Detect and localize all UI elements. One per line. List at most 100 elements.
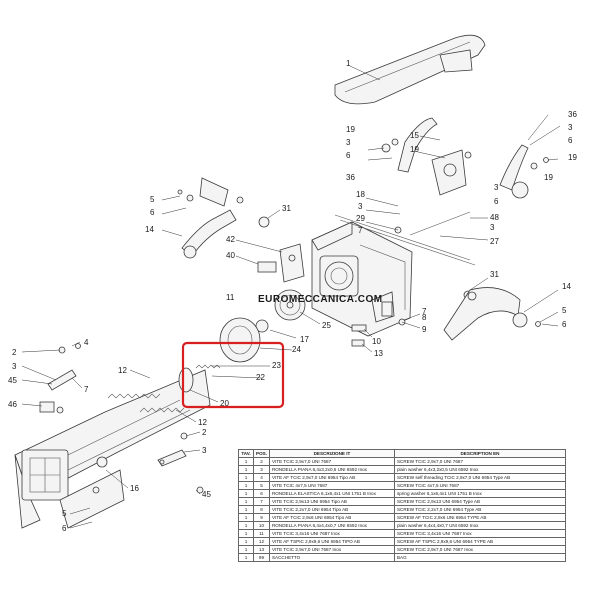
callout-29: 29 (356, 214, 365, 223)
callout-19-hinge: 19 (346, 125, 355, 134)
cell-pos: 11 (253, 529, 270, 538)
cell-desc-en: BAG (393, 553, 567, 562)
cell-pos: 6 (253, 489, 270, 498)
cell-desc-en: SCREW TCIC 2,9x7,0 UNI 7687 (393, 457, 567, 466)
watermark: EUROMECCANICA.COM (258, 294, 383, 305)
callout-8: 8 (422, 313, 427, 322)
callout-20: 20 (220, 399, 229, 408)
leader-lines (21, 125, 561, 529)
callout-6-right: 6 (494, 197, 499, 206)
cell-desc-it: VITE TCIC 2,2x7,0 UNI 6954 Tipo AB (268, 505, 395, 514)
callout-11-left: 11 (226, 293, 235, 302)
motor-bracket (257, 243, 305, 283)
right-hinge-arm (499, 114, 549, 199)
cell-pos: 9 (253, 513, 270, 522)
cell-tav: 1 (238, 481, 254, 490)
callout-23: 23 (272, 361, 281, 370)
cell-desc-it: VITE TCIC 2,9x7,0 UNI 7687 Inox (268, 545, 395, 554)
callout-2-upper-left: 2 (12, 348, 17, 357)
cell-tav: 1 (238, 553, 254, 562)
header-desc-it: DESCRIZIONE IT (268, 449, 395, 458)
left-small-levers (39, 343, 204, 494)
cell-desc-en: SCREW TCIC 2,9x7,0 UNI 7687 Inox (393, 545, 567, 554)
callout-labels: 1 36 3 6 19 15 19 3 6 19 36 3 6 19 18 3 … (8, 59, 577, 533)
cell-desc-it: SACCHETTO (268, 553, 395, 562)
callout-17: 17 (300, 335, 309, 344)
header-tav: TAV. (238, 449, 254, 458)
left-hinge-arm (367, 117, 438, 173)
cell-pos: 8 (253, 505, 270, 514)
cell-pos: 2 (253, 457, 270, 466)
callout-9: 9 (422, 325, 427, 334)
callout-6-upper-left: 6 (150, 208, 155, 217)
callout-6-right-low: 6 (562, 320, 567, 329)
upper-left-lever (177, 177, 244, 259)
cell-pos: 99 (253, 553, 270, 562)
callout-7-left: 7 (84, 385, 89, 394)
callout-16: 16 (130, 484, 139, 493)
parts-list-table: TAV. POS. DESCRIZIONE IT DESCRIPTION EN … (238, 449, 567, 562)
callout-3-upper-right: 3 (568, 123, 573, 132)
callout-4: 4 (84, 338, 89, 347)
cell-desc-en: SCREW self threading TCIC 2,9x7,0 UNI 69… (393, 473, 567, 482)
lid-part (334, 34, 486, 105)
cell-desc-it: VITE TCIC 2,9x7,0 UNI 7687 (268, 457, 395, 466)
callout-14-right: 14 (562, 282, 571, 291)
cell-tav: 1 (238, 489, 254, 498)
callout-48: 48 (490, 213, 499, 222)
callout-3-center: 3 (358, 202, 363, 211)
callout-6-upper-right: 6 (568, 136, 573, 145)
callout-7-center: 7 (358, 226, 363, 235)
callout-45-upper: 45 (8, 376, 17, 385)
cell-tav: 1 (238, 465, 254, 474)
header-desc-en: DESCRIPTION EN (393, 449, 567, 458)
callout-19-upper-right: 19 (568, 153, 577, 162)
callout-40: 40 (226, 251, 235, 260)
cell-desc-en: SCREW TCIC 3,4x16 UNI 7687 Inox (393, 529, 567, 538)
cell-pos: 3 (253, 465, 270, 474)
lower-right-arm (443, 287, 541, 341)
cell-desc-it: VITE AF TCIC 2,9x7,0 UNI 6954 Tipo AB (268, 473, 395, 482)
cell-pos: 10 (253, 521, 270, 530)
callout-18: 18 (356, 190, 365, 199)
cell-pos: 12 (253, 537, 270, 546)
callout-12-lower: 12 (198, 418, 207, 427)
cell-pos: 4 (253, 473, 270, 482)
callout-5-upper-left: 5 (150, 195, 155, 204)
callout-42: 42 (226, 235, 235, 244)
gear-assembly (219, 289, 306, 363)
callout-12-upper: 12 (118, 366, 127, 375)
cell-desc-it: VITE TCIC 2,9x13 UNI 6954 Tipo AB (268, 497, 395, 506)
cell-desc-en: plain washer 6,4x3,2x0,5 UNI 6592 Inox (393, 465, 567, 474)
callout-3-upper-left: 3 (12, 362, 17, 371)
cell-tav: 1 (238, 529, 254, 538)
callout-36-upper: 36 (568, 110, 577, 119)
callout-3-shaft: 3 (490, 223, 495, 232)
cell-desc-it: VITE AF TSPIC 2,9x9,6 UNI 6954 TIPO AB (268, 537, 395, 546)
callout-27: 27 (490, 237, 499, 246)
cell-pos: 13 (253, 545, 270, 554)
callout-19-hinge-b: 19 (410, 145, 419, 154)
cell-desc-it: VITE TCIC 4x7,5 UNI 7687 (268, 481, 395, 490)
callout-3-lower: 3 (202, 446, 207, 455)
cell-desc-it: VITE TCIC 3,4x16 UNI 7687 Inox (268, 529, 395, 538)
cell-desc-en: SCREW AF TCIC 2,9x6 UNI 6954 TYPE AB (393, 513, 567, 522)
main-housing (14, 369, 211, 529)
callout-3-right: 3 (494, 183, 499, 192)
callout-15: 15 (410, 131, 419, 140)
callout-5-right: 5 (562, 306, 567, 315)
cell-desc-it: RONDELLA PIANA 6,4x3,2x0,5 UNI 6592 Inox (268, 465, 395, 474)
callout-1: 1 (346, 59, 351, 68)
